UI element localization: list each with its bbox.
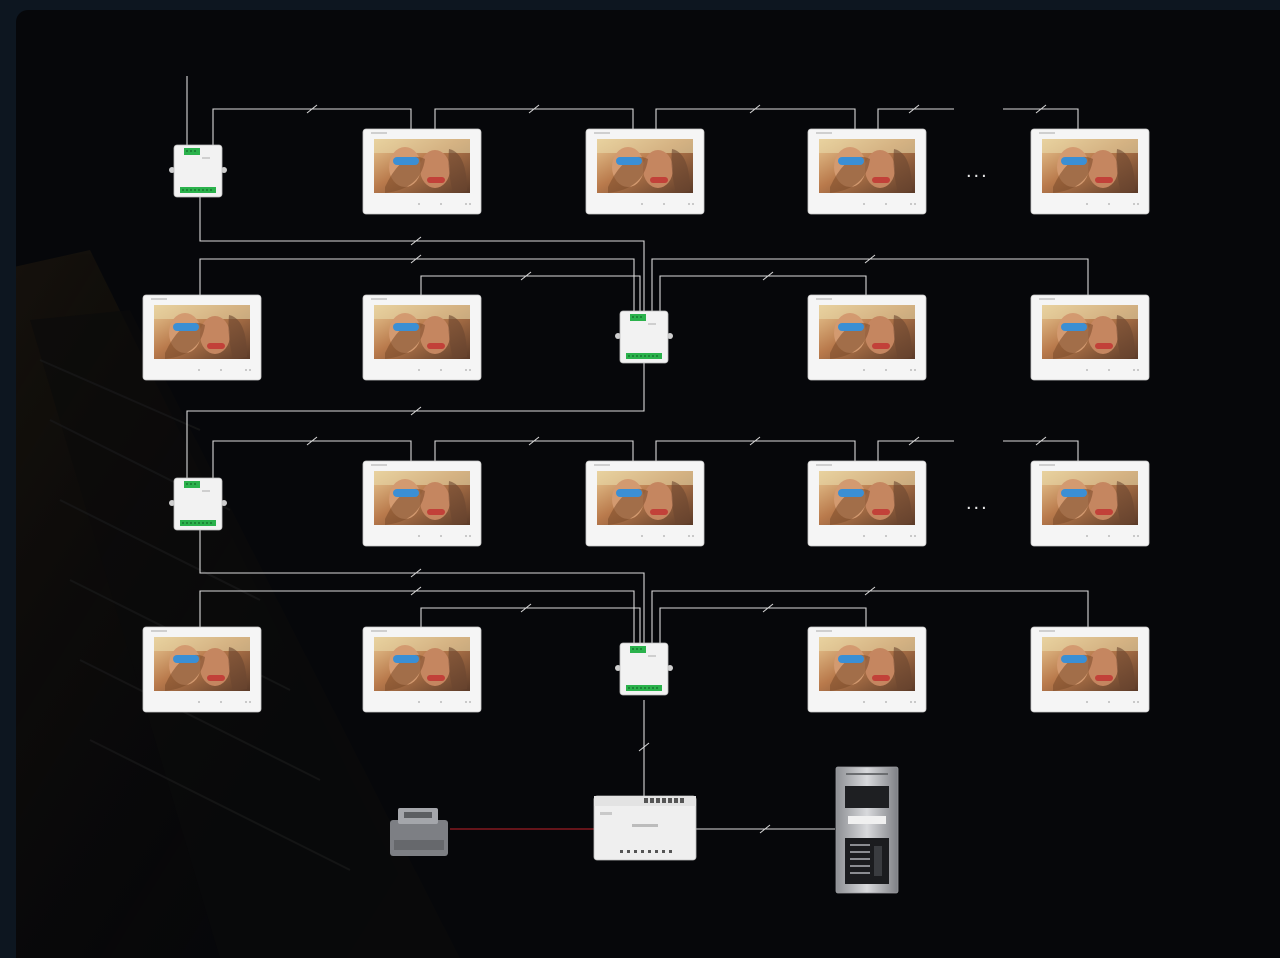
diagram-canvas: ... ... [16,10,1280,958]
wire-chain [877,108,954,129]
indoor-monitor [585,460,705,547]
wire-slash-marker [749,104,761,114]
indoor-monitor [807,128,927,215]
wire-chain [434,440,634,461]
wire-riser [199,197,645,311]
indoor-monitor [142,294,262,381]
more-monitors-row-1: ... [966,160,989,182]
indoor-monitor [142,626,262,713]
wire-slash-marker [864,586,876,596]
wire-slash-marker [410,236,422,246]
indoor-monitor [1030,128,1150,215]
wire-chain [1003,108,1079,129]
wire-slash-marker [520,603,532,613]
wire-slash-marker [410,254,422,264]
wire-branch [420,607,641,643]
indoor-monitor [585,128,705,215]
devices [142,128,1150,894]
wire-branch [659,275,867,311]
wire-markers [306,104,1047,834]
indoor-monitor [362,128,482,215]
distributor-row-2 [614,310,674,364]
wire-slash-marker [749,436,761,446]
wire-slash-marker [410,586,422,596]
wiring-diagram [16,76,1150,958]
wire-slash-marker [1035,104,1047,114]
wire-slash-marker [410,406,422,416]
wire-slash-marker [520,271,532,281]
wire-chain [1003,440,1079,461]
wire-slash-marker [528,436,540,446]
wire-slash-marker [762,603,774,613]
wire-riser [199,530,645,643]
indoor-monitor [1030,626,1150,713]
wire-branch [659,607,867,643]
wire-slash-marker [306,104,318,114]
indoor-monitor [362,294,482,381]
wire-slash-marker [908,436,920,446]
wire-slash-marker [908,104,920,114]
power-supply-unit [390,808,448,856]
wire-slash-marker [306,436,318,446]
indoor-monitor [1030,294,1150,381]
wire-slash-marker [864,254,876,264]
wire-slash-marker [638,742,650,752]
wire-chain [655,108,856,129]
wire-slash-marker [410,568,422,578]
system-controller-unit [593,795,697,861]
more-monitors-row-3: ... [966,492,989,514]
wire-branch [420,275,641,311]
distributor-row-4 [614,642,674,696]
indoor-monitor [807,626,927,713]
indoor-monitor [362,626,482,713]
wire-chain [877,440,954,461]
indoor-monitor [1030,460,1150,547]
distributor-row-1 [168,144,228,198]
wire-slash-marker [762,271,774,281]
indoor-monitor [362,460,482,547]
wire-branch [199,590,635,643]
wire-chain [655,440,856,461]
wire-slash-marker [759,824,771,834]
indoor-monitor [807,294,927,381]
wire-chain [434,108,634,129]
indoor-monitor [807,460,927,547]
wire-slash-marker [1035,436,1047,446]
distributor-row-3 [168,477,228,531]
door-station-unit [835,766,899,894]
wire-slash-marker [528,104,540,114]
wire-branch [199,258,635,311]
